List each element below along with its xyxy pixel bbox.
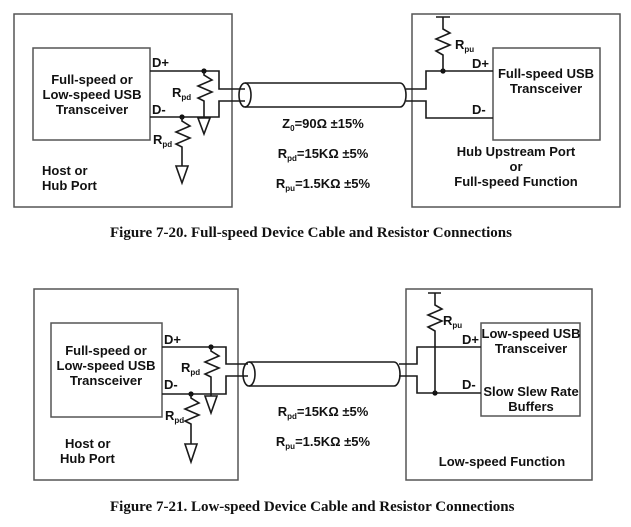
device-dminus-label: D- — [472, 102, 486, 117]
rpd-dminus-label: Rpd — [153, 132, 172, 149]
usb-cable — [238, 82, 407, 108]
device-dplus-label: D+ — [472, 56, 489, 71]
ground-icon — [203, 395, 219, 416]
host-transceiver-label-2: Low-speed USB — [43, 87, 142, 102]
figure-7-20: Full-speed or Low-speed USB Transceiver … — [13, 13, 621, 208]
rpd-dplus-resistor — [195, 71, 215, 118]
spec-impedance: Z0=90Ω ±15% — [282, 116, 364, 133]
device-transceiver-label-2: Transceiver — [495, 341, 567, 356]
device-dminus-wire — [406, 100, 493, 119]
device-port-label-2: or — [510, 159, 523, 174]
usb-cable — [242, 361, 401, 387]
host-transceiver-label-1: Full-speed or — [51, 72, 133, 87]
rpd-dplus-resistor — [202, 347, 222, 396]
spec-rpu: Rpu=1.5KΩ ±5% — [276, 176, 371, 193]
host-transceiver-label-3: Transceiver — [56, 102, 128, 117]
device-dplus-wire — [399, 346, 481, 365]
host-transceiver-box — [50, 322, 163, 418]
device-dplus-label: D+ — [462, 332, 479, 347]
rpu-resistor — [425, 292, 445, 393]
device-dplus-wire — [406, 70, 493, 90]
device-port-label-1: Low-speed Function — [439, 454, 565, 469]
rpd-dminus-label: Rpd — [165, 408, 184, 425]
spec-rpd: Rpd=15KΩ ±5% — [278, 404, 369, 421]
spec-rpd: Rpd=15KΩ ±5% — [278, 146, 369, 163]
host-port-box — [13, 13, 233, 208]
figure-7-20-caption: Figure 7-20. Full-speed Device Cable and… — [110, 225, 512, 241]
rpu-resistor — [433, 16, 453, 71]
rpd-dplus-label: Rpd — [172, 85, 191, 102]
device-transceiver-box — [480, 322, 581, 417]
host-dminus-label: D- — [164, 377, 178, 392]
rpu-label: Rpu — [455, 37, 474, 54]
device-transceiver-label-2: Transceiver — [510, 81, 582, 96]
device-transceiver-label-1: Full-speed USB — [498, 66, 594, 81]
spec-rpu: Rpu=1.5KΩ ±5% — [276, 434, 371, 451]
host-transceiver-label-1: Full-speed or — [65, 343, 147, 358]
rpu-label: Rpu — [443, 313, 462, 330]
host-port-label-2: Hub Port — [42, 178, 98, 193]
ground-icon — [174, 165, 190, 186]
host-dplus-wire — [150, 70, 245, 90]
host-port-box — [33, 288, 239, 481]
host-port-label-1: Host or — [42, 163, 88, 178]
rpd-dminus-resistor — [173, 117, 193, 166]
device-buffer-label-2: Buffers — [508, 399, 554, 414]
host-dminus-wire — [162, 375, 248, 395]
host-dminus-label: D- — [152, 102, 166, 117]
host-dplus-label: D+ — [152, 55, 169, 70]
device-transceiver-label-1: Low-speed USB — [482, 326, 581, 341]
host-transceiver-box — [32, 47, 151, 141]
figure-7-21-caption: Figure 7-21. Low-speed Device Cable and … — [110, 499, 515, 515]
device-dminus-label: D- — [462, 377, 476, 392]
device-buffer-label-1: Slow Slew Rate — [483, 384, 578, 399]
ground-icon — [183, 443, 199, 465]
device-transceiver-box — [492, 47, 601, 141]
device-port-label-3: Full-speed Function — [454, 174, 578, 189]
device-port-label-1: Hub Upstream Port — [457, 144, 576, 159]
host-dplus-wire — [162, 346, 248, 365]
rpd-dminus-resistor — [182, 394, 202, 444]
device-dminus-wire — [399, 375, 481, 394]
rpd-dplus-label: Rpd — [181, 360, 200, 377]
host-transceiver-label-2: Low-speed USB — [57, 358, 156, 373]
device-port-box — [405, 288, 593, 481]
host-dplus-label: D+ — [164, 332, 181, 347]
host-port-label-1: Host or — [65, 436, 111, 451]
host-port-label-2: Hub Port — [60, 451, 116, 466]
figure-7-21: Full-speed or Low-speed USB Transceiver … — [33, 288, 593, 481]
host-transceiver-label-3: Transceiver — [70, 373, 142, 388]
ground-icon — [196, 117, 212, 137]
device-port-box — [411, 13, 621, 208]
